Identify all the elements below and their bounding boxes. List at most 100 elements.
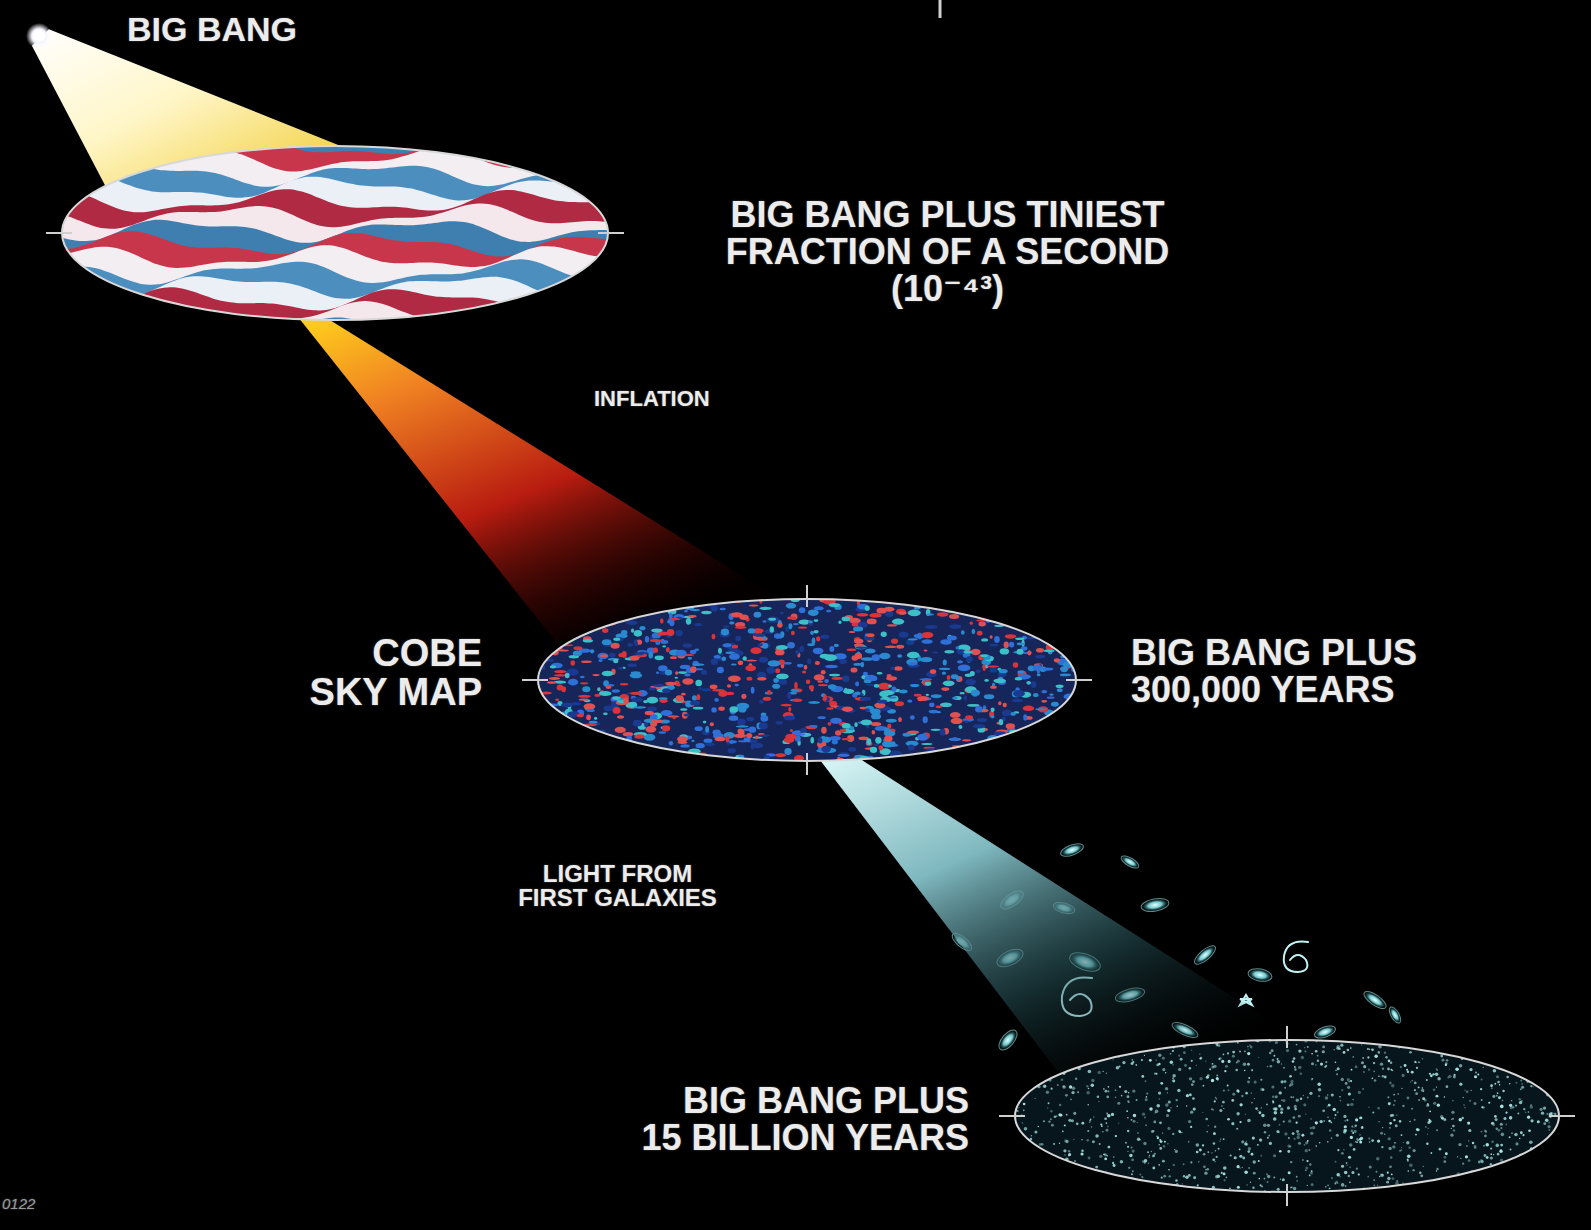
galaxy-dot xyxy=(1377,1107,1380,1110)
galaxy-dot xyxy=(1490,1147,1492,1149)
sky-speckle xyxy=(570,660,575,665)
galaxy-dot xyxy=(1336,1073,1338,1075)
sky-speckle xyxy=(623,698,628,704)
galaxy-dot xyxy=(1433,1088,1436,1091)
sky-speckle xyxy=(887,624,897,626)
galaxy-dot xyxy=(1453,1129,1456,1132)
big-bang-dot xyxy=(33,30,45,42)
galaxy-dot xyxy=(1347,1078,1350,1081)
sky-speckle xyxy=(752,736,762,738)
galaxy-dot xyxy=(1248,1077,1250,1079)
sky-speckle xyxy=(1014,610,1026,616)
sky-speckle xyxy=(936,705,942,708)
galaxy-dot xyxy=(1448,1075,1451,1078)
galaxy-dot xyxy=(1087,1139,1090,1142)
sky-speckle xyxy=(817,716,825,719)
galaxy-dot xyxy=(1257,1144,1259,1146)
sky-speckle xyxy=(729,653,740,660)
sky-speckle xyxy=(1017,643,1024,646)
galaxy-dot xyxy=(1386,1040,1389,1043)
galaxy-dot xyxy=(1552,1084,1554,1086)
galaxy-dot xyxy=(1414,1119,1416,1121)
galaxy-dot xyxy=(1192,1097,1195,1100)
sky-speckle xyxy=(776,673,789,679)
galaxy-dot xyxy=(1282,1099,1285,1102)
galaxy-dot xyxy=(1460,1158,1461,1159)
galaxy-dot xyxy=(1115,1089,1117,1091)
galaxy-dot xyxy=(1514,1133,1517,1136)
sky-speckle xyxy=(1030,599,1033,602)
galaxy-dot xyxy=(1393,1104,1395,1106)
galaxy-dot xyxy=(1024,1056,1027,1059)
sky-speckle xyxy=(844,688,847,692)
sky-speckle xyxy=(594,754,603,757)
galaxy-dot xyxy=(1132,1182,1135,1185)
galaxy-dot xyxy=(1490,1045,1492,1047)
galaxy-dot xyxy=(1503,1117,1506,1120)
sky-speckle xyxy=(692,695,697,701)
sky-speckle xyxy=(725,652,733,654)
galaxy-dot xyxy=(1259,1138,1262,1141)
sky-speckle xyxy=(866,633,874,637)
galaxy-dot xyxy=(1260,1079,1262,1081)
sky-speckle xyxy=(735,684,739,687)
sky-speckle xyxy=(892,687,897,692)
galaxy-dot xyxy=(1172,1074,1175,1077)
galaxy-dot xyxy=(1124,1090,1127,1093)
sky-speckle xyxy=(1050,601,1062,607)
galaxy-dot xyxy=(1556,1079,1557,1080)
sky-speckle xyxy=(870,708,881,715)
sky-speckle xyxy=(926,694,929,696)
sky-speckle xyxy=(808,620,812,623)
sky-speckle xyxy=(768,660,781,666)
galaxy-dot xyxy=(1429,1110,1431,1112)
sky-speckle xyxy=(887,674,892,678)
galaxy-dot xyxy=(1048,1043,1050,1045)
galaxy-dot xyxy=(1128,1167,1130,1169)
sky-speckle xyxy=(1067,741,1075,745)
galaxy-dot xyxy=(1500,1105,1504,1109)
cobe-disk-fill xyxy=(537,596,1081,763)
galaxy-dot xyxy=(1204,1172,1207,1175)
galaxy-dot xyxy=(1059,1104,1062,1107)
sky-speckle xyxy=(871,676,877,681)
galaxy-dot xyxy=(1087,1104,1088,1105)
galaxy-dot xyxy=(1396,1115,1397,1116)
galaxy-dot xyxy=(1121,1095,1123,1097)
sky-speckle xyxy=(627,692,630,694)
galaxy-dot xyxy=(1215,1097,1217,1099)
sky-speckle xyxy=(1013,690,1025,697)
sky-speckle xyxy=(899,632,909,638)
galaxy-dot xyxy=(1237,1186,1240,1189)
sky-speckle xyxy=(621,630,627,635)
galaxy-dot xyxy=(1038,1172,1041,1175)
galaxy-dot xyxy=(1183,1051,1186,1054)
galaxy-dot xyxy=(1389,1082,1392,1085)
sky-speckle xyxy=(680,708,687,710)
sky-speckle xyxy=(990,686,997,689)
sky-speckle xyxy=(861,662,864,668)
sky-speckle xyxy=(810,737,814,744)
sky-speckle xyxy=(600,654,608,657)
galaxy-dot xyxy=(1528,1111,1530,1113)
sky-speckle xyxy=(965,715,973,720)
sky-speckle xyxy=(613,638,620,641)
galaxy-dot xyxy=(1312,1078,1314,1080)
sky-speckle xyxy=(645,711,654,716)
sky-speckle xyxy=(695,680,702,687)
galaxy-dot xyxy=(1376,1157,1380,1161)
galaxy-dot xyxy=(1247,1049,1248,1050)
galaxy-dot xyxy=(1127,1146,1129,1148)
galaxy-dot xyxy=(1107,1125,1109,1127)
sky-speckle xyxy=(624,609,627,612)
sky-speckle xyxy=(585,598,596,601)
sky-speckle xyxy=(663,758,673,761)
galaxy-dot xyxy=(1062,1180,1065,1183)
sky-speckle xyxy=(1049,626,1061,629)
galaxy-dot xyxy=(1259,1178,1261,1180)
galaxy-dot xyxy=(1258,1160,1260,1162)
sky-speckle xyxy=(598,659,602,662)
galaxy-dot xyxy=(1387,1068,1390,1071)
galaxy-dot xyxy=(1493,1069,1497,1073)
sky-speckle xyxy=(1025,611,1035,617)
